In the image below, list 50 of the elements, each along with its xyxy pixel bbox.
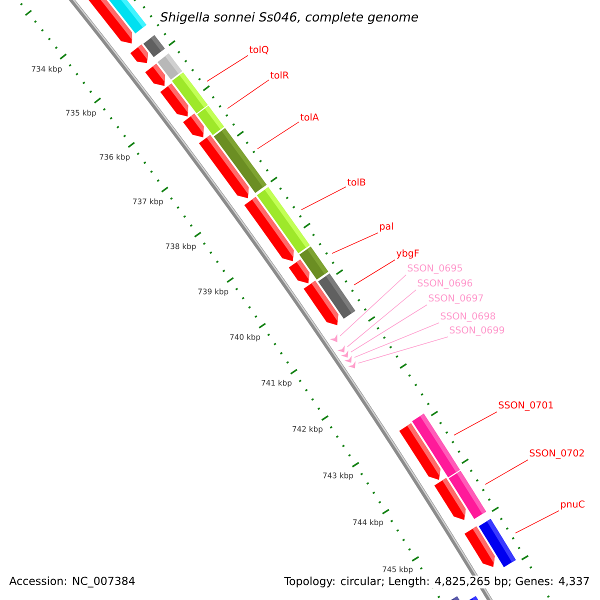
- gene-label: SSON_0701: [498, 401, 553, 411]
- gene-label: SSON_0698: [440, 312, 496, 322]
- cds-block: [198, 134, 249, 198]
- title: Shigella sonnei Ss046, complete genome: [160, 12, 418, 24]
- cds-block: [399, 423, 440, 480]
- gene-label: pnuC: [561, 500, 584, 510]
- gene-label: SSON_0696: [418, 279, 472, 289]
- gene-arrowhead: [330, 334, 338, 342]
- gene-label: SSON_0702: [530, 449, 584, 459]
- cds-block: [88, 0, 132, 44]
- leader-line: [358, 336, 448, 364]
- gene-bar: [469, 596, 478, 600]
- leader-line: [347, 290, 416, 348]
- gene-label: tolA: [300, 113, 319, 121]
- cds-block: [434, 478, 466, 520]
- cds-block: [145, 64, 165, 86]
- gene-label: tolR: [270, 71, 289, 79]
- leader-line: [257, 122, 300, 150]
- cds-block: [244, 196, 294, 262]
- leader-line: [354, 322, 440, 358]
- gene-label: SSON_0697: [428, 294, 483, 304]
- gene-arrowhead: [348, 361, 356, 368]
- genome-stats-text: Topology: circular; Length: 4,825,265 bp; Genes: 4,337: [283, 576, 591, 588]
- leader-line: [332, 232, 378, 254]
- gene-bar: [450, 596, 460, 600]
- accession-text: Accession: NC_007384: [8, 576, 136, 588]
- leader-line: [515, 510, 560, 534]
- leader-line: [206, 55, 248, 82]
- gene-label: tolQ: [249, 46, 268, 54]
- gene-label: tolB: [347, 178, 366, 186]
- leader-line: [227, 80, 270, 109]
- leader-line: [350, 304, 428, 352]
- gene-arrowhead: [340, 350, 348, 358]
- cds-block: [304, 280, 338, 326]
- leader-line: [340, 274, 406, 336]
- gene-arrowhead: [337, 345, 345, 352]
- gene-label: ybgF: [396, 249, 419, 259]
- cds-block: [160, 84, 188, 117]
- leader-line: [354, 259, 396, 286]
- cds-block: [130, 44, 148, 64]
- cds-block: [464, 526, 495, 568]
- leader-line: [484, 460, 528, 485]
- gene-label: SSON_0699: [450, 326, 504, 336]
- cds-block: [183, 114, 204, 138]
- cds-block: [288, 259, 310, 284]
- leader-line: [300, 186, 346, 210]
- gene-label: pal: [380, 222, 393, 232]
- gene-arrowhead: [344, 356, 352, 363]
- gene-label: SSON_0695: [408, 264, 462, 274]
- leader-line: [454, 411, 498, 436]
